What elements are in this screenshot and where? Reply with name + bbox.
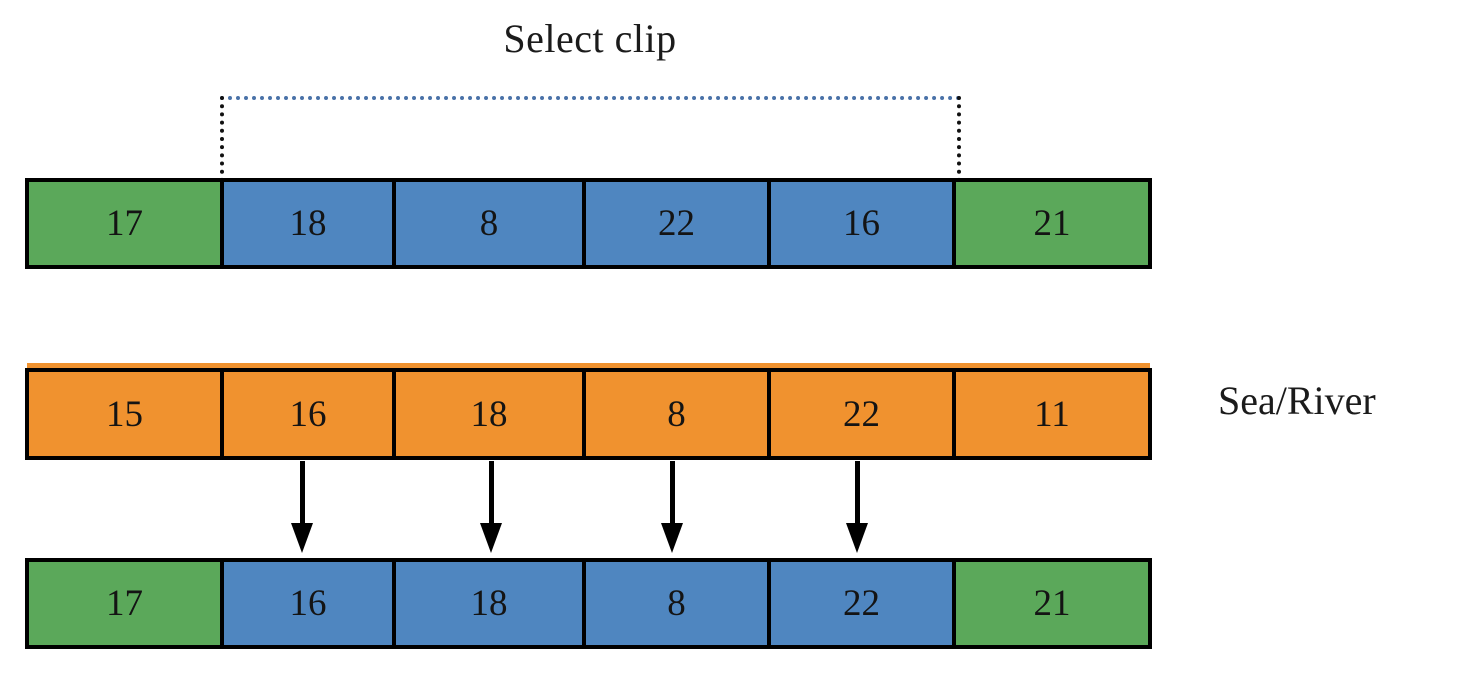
arrow-shaft	[855, 461, 860, 529]
result-cell-4: 8	[586, 562, 771, 645]
source-cell-4: 8	[586, 372, 771, 456]
target-row: 17 18 8 22 16 21	[25, 178, 1152, 269]
transfer-arrow-3	[661, 461, 683, 553]
arrow-head-icon	[846, 523, 868, 553]
source-cell-2: 16	[224, 372, 396, 456]
source-row-top-strip	[27, 363, 1150, 369]
target-cell-6: 21	[956, 182, 1148, 265]
target-cell-2: 18	[224, 182, 396, 265]
source-cell-5: 22	[771, 372, 956, 456]
transfer-arrow-4	[846, 461, 868, 553]
result-cell-1: 17	[29, 562, 224, 645]
arrow-shaft	[489, 461, 494, 529]
bracket-right-line	[957, 96, 961, 182]
target-cell-3: 8	[396, 182, 586, 265]
result-row: 17 16 18 8 22 21	[25, 558, 1152, 649]
select-clip-title: Select clip	[503, 16, 677, 61]
arrow-head-icon	[291, 523, 313, 553]
arrow-shaft	[670, 461, 675, 529]
result-cell-3: 18	[396, 562, 586, 645]
source-cell-6: 11	[956, 372, 1148, 456]
source-cell-1: 15	[29, 372, 224, 456]
arrow-head-icon	[661, 523, 683, 553]
arrow-shaft	[300, 461, 305, 529]
target-cell-4: 22	[586, 182, 771, 265]
result-cell-6: 21	[956, 562, 1148, 645]
sea-river-label: Sea/River	[1218, 378, 1376, 423]
bracket-left-line	[220, 96, 224, 182]
source-row: 15 16 18 8 22 11	[25, 368, 1152, 460]
source-cell-3: 18	[396, 372, 586, 456]
target-cell-1: 17	[29, 182, 224, 265]
select-clip-bracket	[220, 96, 961, 182]
transfer-arrow-2	[480, 461, 502, 553]
target-cell-5: 16	[771, 182, 956, 265]
result-cell-2: 16	[224, 562, 396, 645]
bracket-top-line	[220, 96, 961, 100]
result-cell-5: 22	[771, 562, 956, 645]
transfer-arrow-1	[291, 461, 313, 553]
arrow-head-icon	[480, 523, 502, 553]
